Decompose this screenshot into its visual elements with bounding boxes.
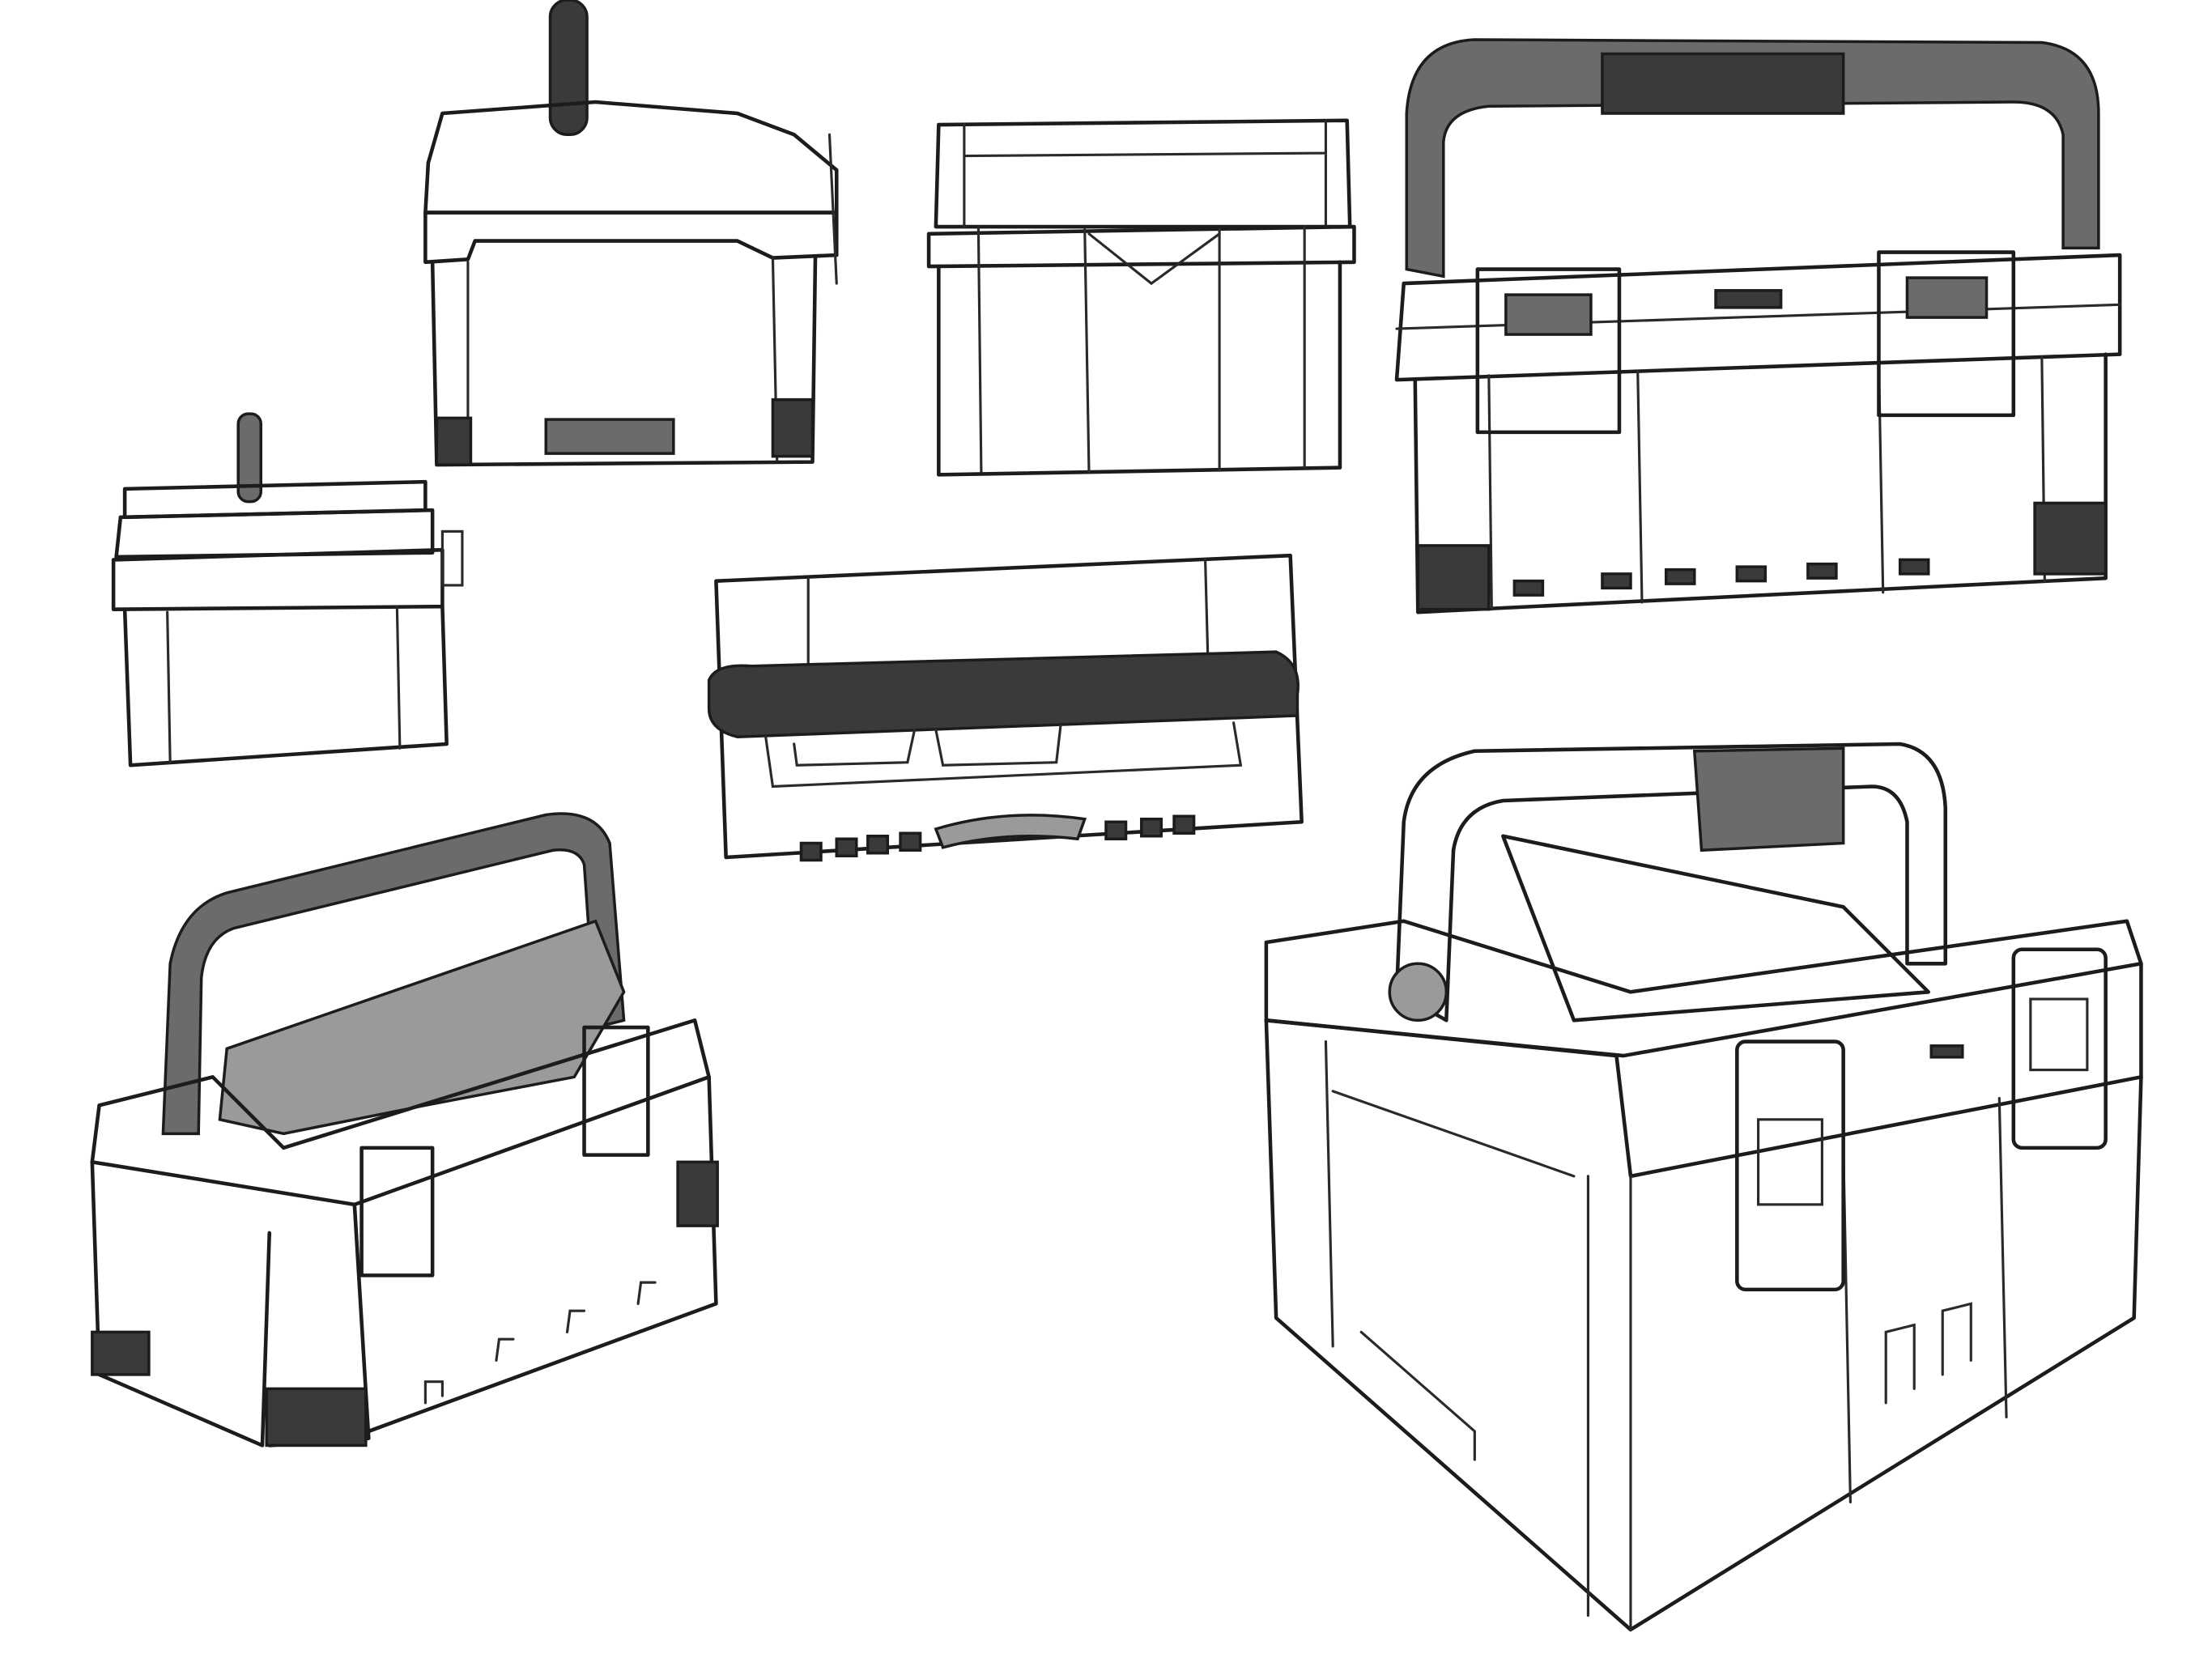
toolbox-sketch-perspective-small xyxy=(90,812,719,1448)
toolbox-sketch-front-view xyxy=(926,118,1356,477)
toolbox-sketch-perspective-large xyxy=(1264,742,2143,1632)
toolbox-sketch-side-view xyxy=(423,0,839,467)
toolbox-sketch-large-front xyxy=(1394,38,2122,614)
toolbox-sketch-small-side xyxy=(111,412,464,767)
toolbox-sketch-top-view xyxy=(707,553,1304,862)
